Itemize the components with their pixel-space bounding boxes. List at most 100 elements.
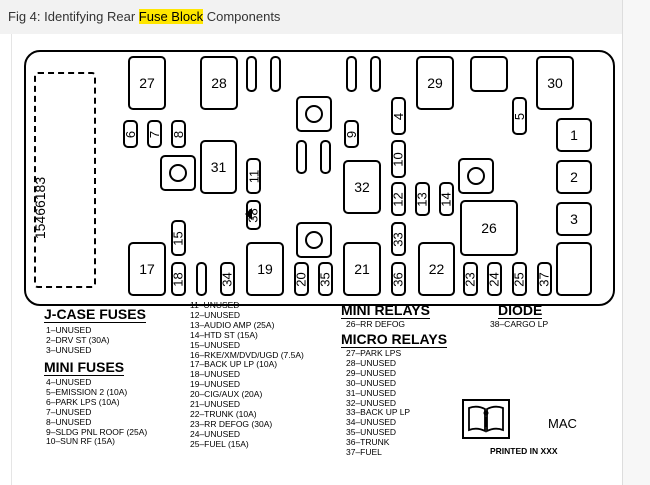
list-item: 35–UNUSED (346, 427, 397, 438)
list-item: 31–UNUSED (346, 387, 397, 398)
jcase-title: J-CASE FUSES (44, 306, 146, 323)
page-scrollbar[interactable] (622, 0, 650, 485)
fuse-position-37 (556, 242, 592, 296)
label-area-dashed (34, 72, 96, 288)
fuse-position-35: 21 (343, 242, 381, 296)
figure-caption: Fig 4: Identifying Rear Fuse Block Compo… (8, 9, 280, 24)
fuse-position-18: 34 (220, 262, 235, 296)
fuse-position-20: 35 (318, 262, 333, 296)
list-item: 16–RKE/XM/DVD/UGD (7.5A) (190, 349, 304, 360)
position-label: 4 (390, 112, 406, 120)
position-label: 20 (294, 271, 309, 287)
position-label: 6 (122, 130, 138, 138)
fuse-position-10: 10 (391, 140, 406, 178)
list-item: 33–BACK UP LP (346, 407, 411, 418)
fuse-position-9: 9 (344, 120, 359, 148)
slot (346, 56, 357, 92)
figure-caption-bar: Fig 4: Identifying Rear Fuse Block Compo… (0, 0, 622, 35)
fuse-position-25: 37 (537, 262, 552, 296)
fuses-list: 11–UNUSED 12–UNUSED 13–AUDIO AMP (25A) 1… (190, 300, 304, 450)
list-item: 10–SUN RF (15A) (46, 436, 115, 447)
list-item: 38–CARGO LP (490, 319, 549, 329)
page-left-edge (0, 34, 12, 485)
caption-highlight: Fuse Block (138, 9, 204, 24)
position-label: 5 (511, 112, 527, 120)
list-item: 32–UNUSED (346, 397, 397, 408)
slot (196, 262, 207, 296)
diode-arrow-icon (245, 208, 252, 220)
mac-label: MAC (548, 416, 577, 431)
fuse-position-11: 11 (246, 158, 261, 194)
list-item: 12–UNUSED (190, 309, 241, 320)
relay-socket (160, 155, 196, 191)
position-label: 19 (257, 261, 273, 277)
position-label: 35 (318, 271, 333, 287)
fuse-position-1: 1 (556, 118, 592, 152)
list-item: 6–PARK LPS (10A) (46, 396, 120, 407)
list-item: 22–TRUNK (10A) (190, 408, 257, 419)
manual-book-icon (462, 399, 510, 439)
position-label: 25 (512, 271, 527, 287)
fuse-block-outline (24, 50, 615, 306)
list-item: 5–EMISSION 2 (10A) (46, 386, 128, 397)
fuse-position-30: 30 (536, 56, 574, 110)
list-item: 17–BACK UP LP (10A) (190, 359, 278, 370)
fuse-position-3: 3 (556, 202, 592, 236)
micro-relays-title: MICRO RELAYS (341, 331, 448, 348)
fuse-position-34: 19 (246, 242, 284, 296)
position-label: 36 (391, 271, 406, 287)
mini-relays-list: 26–RR DEFOG (346, 319, 406, 330)
list-item: 18–UNUSED (190, 369, 241, 380)
fuse-position-15: 15 (171, 220, 186, 256)
list-item: 23–RR DEFOG (30A) (190, 418, 273, 429)
fuse-position-22: 23 (463, 262, 478, 296)
list-item: 30–UNUSED (346, 377, 397, 388)
position-label: 9 (343, 130, 359, 138)
position-label: 24 (487, 271, 502, 287)
fuse-position-7: 7 (147, 120, 162, 148)
fuse-position-5: 5 (512, 97, 527, 135)
fuse-position-24: 25 (512, 262, 527, 296)
diode-list: 38–CARGO LP (490, 319, 549, 330)
fuse-position-29: 29 (416, 56, 454, 110)
slot (270, 56, 281, 92)
printed-in-label: PRINTED IN XXX (490, 446, 558, 456)
list-item: 19–UNUSED (190, 379, 241, 390)
relay-socket (296, 96, 332, 132)
list-item: 29–UNUSED (346, 367, 397, 378)
position-label: 32 (354, 179, 370, 195)
position-label: 37 (537, 271, 552, 287)
position-label: 8 (170, 130, 186, 138)
list-item: 26–RR DEFOG (346, 319, 406, 329)
position-label: 18 (171, 271, 186, 287)
position-label: 31 (210, 159, 227, 175)
position-label: 34 (220, 271, 235, 287)
position-label: 13 (415, 191, 430, 207)
position-label: 15 (171, 230, 186, 246)
fuse-position-14: 14 (439, 182, 454, 216)
position-label: 7 (146, 130, 162, 138)
list-item: 1–UNUSED (46, 325, 92, 335)
fuse-position-23: 24 (487, 262, 502, 296)
fuse-position-16: 33 (391, 222, 406, 256)
list-item: 24–UNUSED (190, 428, 241, 439)
position-label: 30 (547, 75, 563, 91)
list-item: 3–UNUSED (46, 344, 92, 355)
empty-cavity (470, 56, 508, 92)
position-label: 17 (139, 261, 155, 277)
part-number-text: 15466183 (32, 176, 48, 240)
fuse-position-32: 32 (343, 160, 381, 214)
position-label: 27 (139, 75, 155, 91)
list-item: 37–FUEL (346, 447, 382, 458)
position-label: 23 (463, 271, 478, 287)
caption-prefix: Fig 4: Identifying Rear (8, 9, 139, 24)
mounting-hole (467, 167, 485, 185)
fuse-position-36: 22 (418, 242, 455, 296)
position-label: 1 (570, 127, 578, 143)
slot (370, 56, 381, 92)
list-item: 21–UNUSED (190, 399, 241, 410)
position-label: 22 (428, 261, 445, 277)
position-label: 33 (391, 231, 406, 247)
fuse-position-33: 17 (128, 242, 166, 296)
fuse-position-31: 31 (200, 140, 237, 194)
